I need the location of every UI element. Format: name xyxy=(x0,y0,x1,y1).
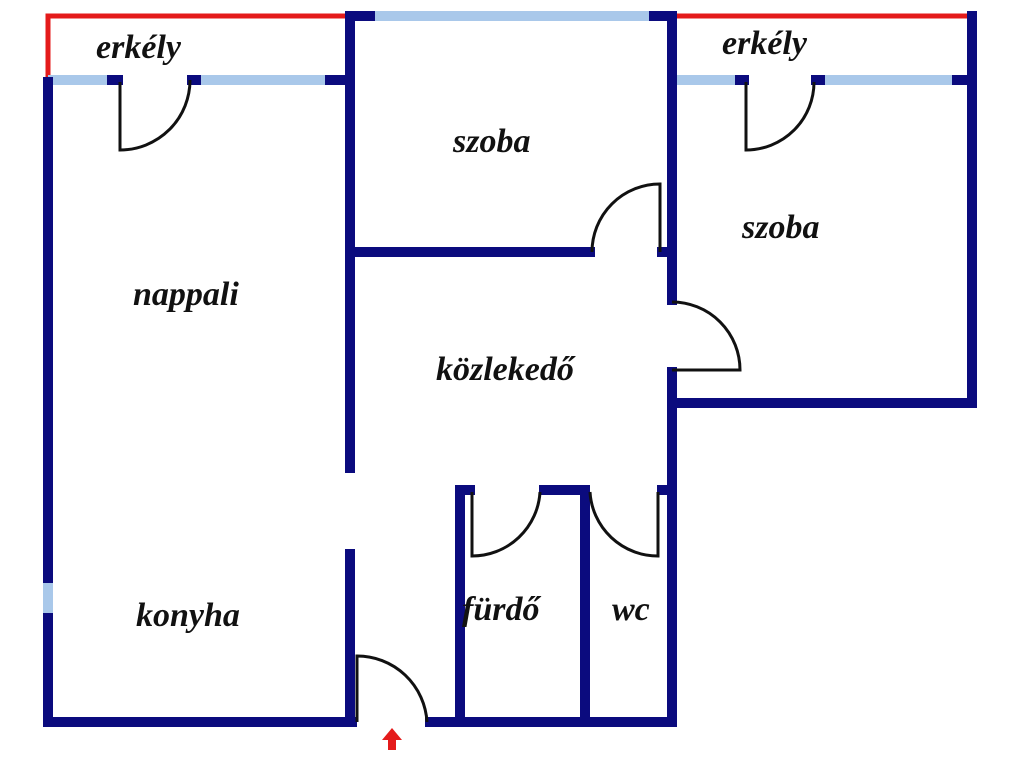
label-kitchen: konyha xyxy=(136,597,240,634)
label-room-right: szoba xyxy=(741,209,819,246)
arrow-up-icon xyxy=(382,728,402,750)
door-bathroom[interactable] xyxy=(470,491,542,558)
windows xyxy=(43,11,955,618)
label-balcony-right: erkély xyxy=(722,25,808,62)
label-room-middle: szoba xyxy=(452,123,530,160)
door-entrance[interactable] xyxy=(355,654,429,723)
label-bathroom: fürdő xyxy=(462,591,541,628)
label-living: nappali xyxy=(133,276,239,313)
doors xyxy=(118,79,816,723)
door-room-middle[interactable] xyxy=(590,182,662,253)
label-balcony-left: erkély xyxy=(96,29,182,66)
door-wc[interactable] xyxy=(588,491,660,558)
label-hall: közlekedő xyxy=(436,351,576,388)
balcony-rails xyxy=(45,13,972,80)
walls xyxy=(43,11,977,727)
door-room-right[interactable] xyxy=(671,300,742,372)
door-balcony-right[interactable] xyxy=(744,81,816,152)
label-toilet: wc xyxy=(612,591,650,628)
door-balcony-left[interactable] xyxy=(118,79,192,152)
